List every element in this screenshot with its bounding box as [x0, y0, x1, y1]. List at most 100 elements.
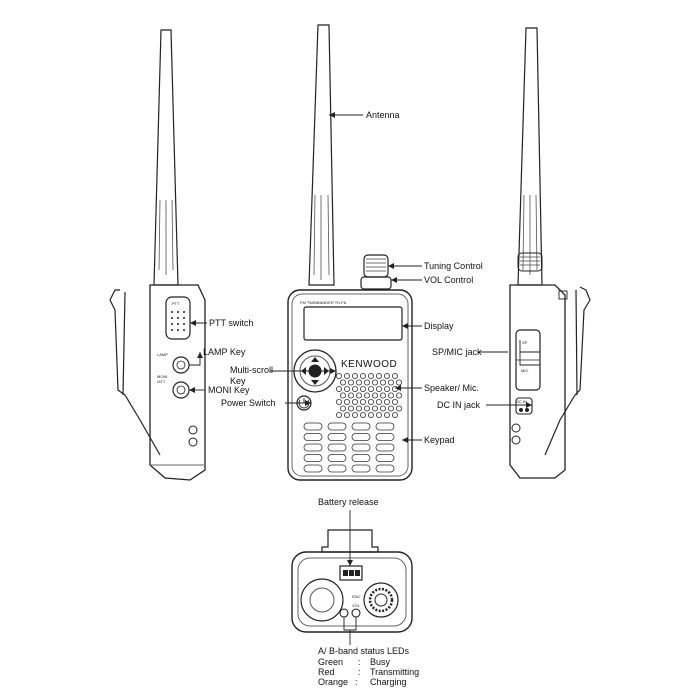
front-body	[287, 289, 413, 481]
ptt-switch[interactable]	[165, 296, 191, 340]
multi-scroll-label-line1: Multi-scroll	[230, 365, 274, 375]
front-antenna	[308, 24, 335, 286]
legend-color-red: Red	[318, 667, 335, 677]
keypad-key[interactable]	[375, 454, 395, 462]
grill-hole	[395, 392, 402, 399]
grill-hole	[335, 411, 342, 418]
power-switch-label: Power Switch	[221, 398, 276, 408]
right-side-view	[509, 27, 591, 479]
top-tuning-knob[interactable]	[363, 582, 399, 618]
model-text: FM TWINBANDER TH-F6	[300, 300, 347, 305]
keypad-key[interactable]	[375, 464, 395, 473]
keypad-key[interactable]	[303, 454, 323, 462]
grill-hole	[359, 411, 366, 418]
legend-sep: :	[358, 657, 361, 667]
grill-hole	[375, 411, 382, 418]
left-side-view	[109, 29, 206, 481]
multi-scroll-label-line2: Key	[230, 376, 246, 386]
grill-hole	[387, 405, 394, 412]
keypad-key[interactable]	[327, 464, 347, 473]
sp-mic-jack-label: SP/MIC jack	[432, 347, 482, 357]
grill-hole	[339, 379, 346, 386]
keypad-key[interactable]	[327, 454, 347, 462]
dc-in-jack[interactable]	[515, 397, 533, 415]
grill-hole	[335, 372, 342, 379]
moni-key-label: MONI Key	[208, 385, 250, 395]
keypad[interactable]	[303, 422, 395, 473]
legend-meaning-transmitting: Transmitting	[370, 667, 420, 677]
mic-text: MIC	[521, 368, 528, 373]
speaker-mic-label: Speaker/ Mic.	[424, 383, 480, 393]
moni-text: MONI	[157, 374, 167, 379]
grill-hole	[379, 405, 386, 412]
grill-hole	[391, 411, 398, 418]
keypad-key[interactable]	[351, 422, 371, 431]
grill-hole	[383, 411, 390, 418]
keypad-key[interactable]	[327, 443, 347, 452]
moni-key[interactable]	[172, 381, 190, 399]
keypad-key[interactable]	[303, 433, 323, 441]
keypad-key[interactable]	[351, 454, 371, 462]
right-body	[509, 284, 566, 479]
keypad-key[interactable]	[327, 433, 347, 441]
speaker-mic-grill	[335, 372, 402, 418]
keypad-key[interactable]	[303, 443, 323, 452]
grill-hole	[367, 372, 374, 379]
legend-color-green: Green	[318, 657, 344, 667]
grill-hole	[351, 372, 358, 379]
keypad-key[interactable]	[303, 464, 323, 473]
grill-hole	[375, 398, 382, 405]
vol-control-label: VOL Control	[424, 275, 474, 285]
grill-hole	[343, 398, 350, 405]
grill-hole	[339, 405, 346, 412]
grill-hole	[347, 379, 354, 386]
vol-control[interactable]	[360, 276, 392, 290]
lamp-key[interactable]	[172, 356, 190, 374]
grill-hole	[371, 392, 378, 399]
tuning-control[interactable]	[363, 254, 389, 278]
battery-release[interactable]	[339, 565, 363, 581]
lamp-text: LAMP	[157, 352, 168, 357]
keypad-key[interactable]	[351, 464, 371, 473]
grill-hole	[379, 392, 386, 399]
status-led-b	[351, 608, 361, 618]
grill-hole	[363, 379, 370, 386]
keypad-key[interactable]	[351, 443, 371, 452]
grill-hole	[367, 411, 374, 418]
keypad-key[interactable]	[351, 433, 371, 441]
enc-text: ENC	[352, 594, 361, 599]
grill-hole	[387, 392, 394, 399]
keypad-key[interactable]	[327, 422, 347, 431]
top-antenna-base	[300, 578, 344, 622]
grill-hole	[351, 398, 358, 405]
grill-hole	[371, 379, 378, 386]
grill-hole	[383, 372, 390, 379]
grill-hole	[371, 405, 378, 412]
grill-hole	[391, 398, 398, 405]
grill-hole	[343, 372, 350, 379]
grill-hole	[375, 372, 382, 379]
legend-meaning-busy: Busy	[370, 657, 391, 667]
dcin-text: DC IN	[516, 399, 527, 404]
status-leds-title: A/ B-band status LEDs	[318, 646, 410, 656]
grill-hole	[387, 379, 394, 386]
keypad-key[interactable]	[375, 433, 395, 441]
grill-hole	[355, 392, 362, 399]
grill-hole	[359, 398, 366, 405]
grill-hole	[355, 379, 362, 386]
front-view	[287, 24, 413, 481]
display-label: Display	[424, 321, 454, 331]
grill-hole	[335, 398, 342, 405]
keypad-key[interactable]	[375, 443, 395, 452]
vol-text: VOL	[352, 603, 361, 608]
legend-meaning-charging: Charging	[370, 677, 407, 687]
grill-hole	[363, 392, 370, 399]
grill-hole	[343, 411, 350, 418]
keypad-key[interactable]	[375, 422, 395, 431]
grill-hole	[391, 372, 398, 379]
keypad-key[interactable]	[303, 422, 323, 431]
grill-hole	[351, 411, 358, 418]
grill-hole	[339, 392, 346, 399]
